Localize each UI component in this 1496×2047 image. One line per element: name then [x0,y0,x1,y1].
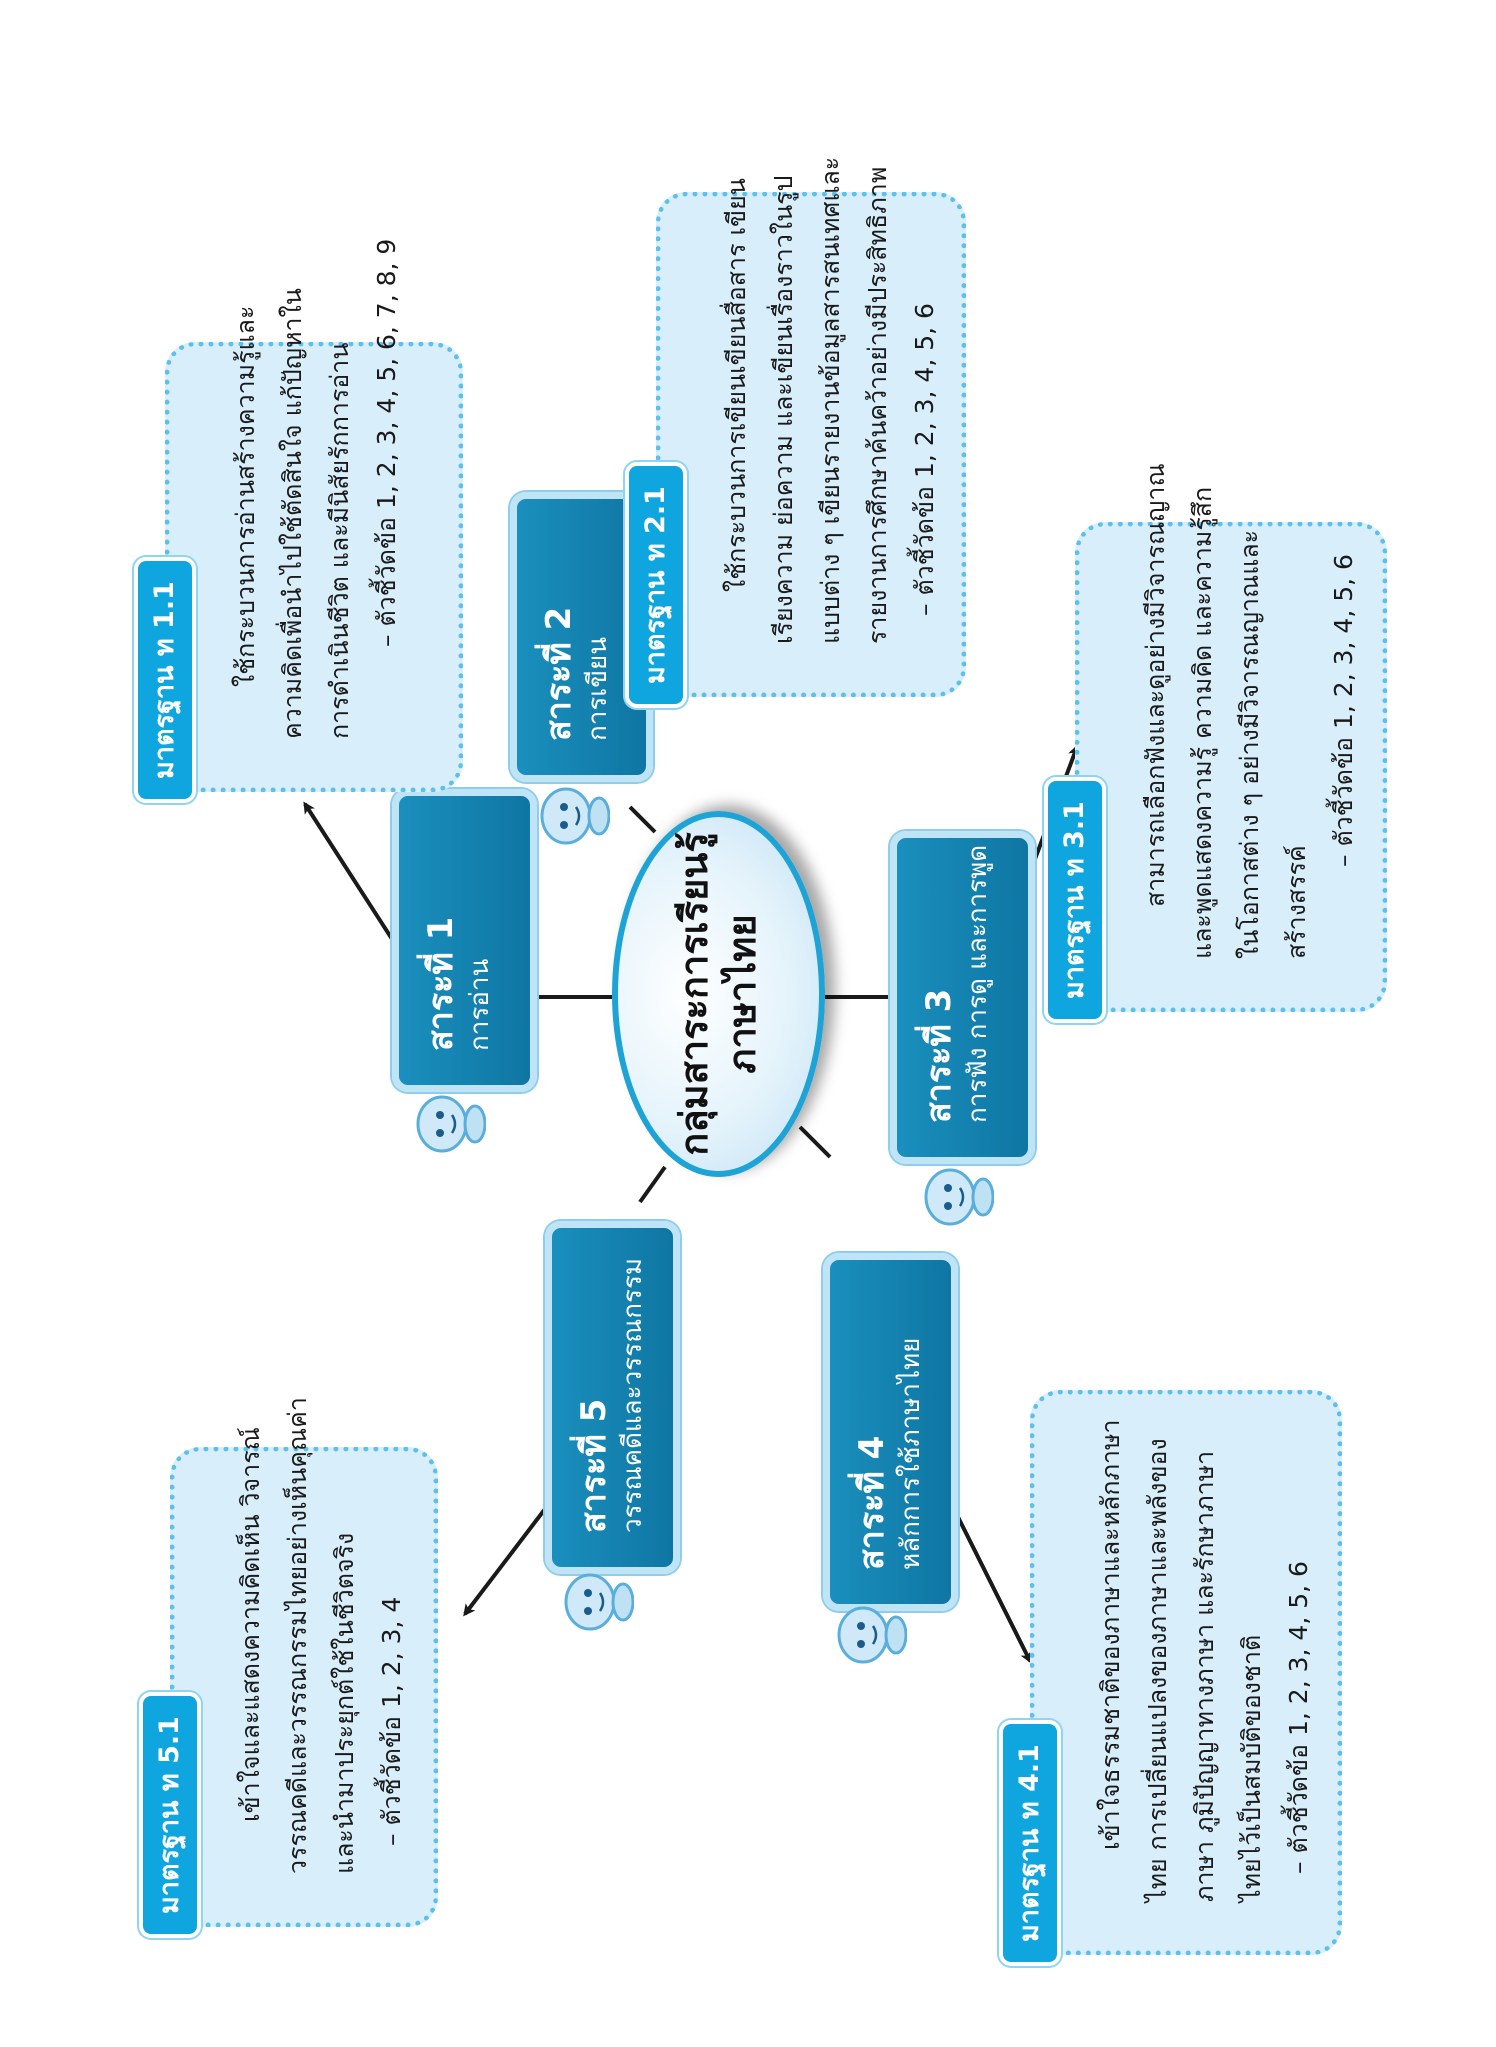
std-line: วรรณคดีและวรรณกรรมไทยอย่างเห็นคุณค่า [283,1397,312,1874]
standard-1-1-box: มาตรฐาน ท 1.1 ใช้กระบวนการอ่านสร้างความร… [134,238,463,803]
std-line: และพูดแสดงความรู้ ความคิด และความรู้สึก [1188,486,1217,959]
std-indicator: – ตัวชี้วัดข้อ 1, 2, 3, 4, 5, 6, 7, 8, 9 [372,238,401,647]
std-line: การดำเนินชีวิต และมีนิสัยรักการอ่าน [325,342,354,739]
standard-1-1-tag: มาตรฐาน ท 1.1 [134,557,196,803]
standard-2-1-box: มาตรฐาน ท 2.1 ใช้กระบวนการเขียนเขียนสื่อ… [625,156,966,708]
standard-4-1-text: เข้าใจธรรมชาติของภาษาและหลักภาษา ไทย การ… [1087,1419,1322,1902]
std-line: เข้าใจธรรมชาติของภาษาและหลักภาษา [1096,1419,1125,1850]
strand-1-title: สาระที่ 1 [421,916,461,1051]
std-line: แบบต่าง ๆ เขียนรายงานข้อมูลสารสนเทศและ [816,156,845,644]
arrow-strand5-std5 [463,1507,547,1617]
standard-4-1-tag: มาตรฐาน ท 4.1 [999,1720,1061,1966]
arrow-strand1-std1 [303,801,394,941]
standard-4-1-box: มาตรฐาน ท 4.1 เข้าใจธรรมชาติของภาษาและหล… [999,1390,1342,1966]
strand-3-subtitle: การฟัง การดู และการพูด [962,844,993,1123]
std-line: เข้าใจและแสดงความคิดเห็น วิจารณ์ [236,1427,265,1822]
strand-5-box: สาระที่ 5 วรรณคดีและวรรณกรรม [545,1221,680,1574]
std-line: สามารถเลือกฟังและดูอย่างมีวิจารณญาณ [1141,463,1170,907]
line-center-strand2 [628,805,657,834]
mascot-icon [416,1095,486,1153]
strand-1-subtitle: การอ่าน [464,958,495,1051]
std-line: และนำมาประยุกต์ใช้ในชีวิตจริง [330,1532,359,1874]
line-center-strand5 [638,1165,667,1204]
arrow-strand4-std4 [951,1506,1032,1664]
std-indicator: – ตัวชี้วัดข้อ 1, 2, 3, 4, 5, 6 [1329,554,1358,867]
center-topic: กลุ่มสาระการเรียนรู้ ภาษาไทย [612,811,825,1177]
strand-3-box: สาระที่ 3 การฟัง การดู และการพูด [890,831,1035,1164]
std-line: ใช้กระบวนการเขียนเขียนสื่อสาร เขียน [722,178,751,592]
strand-1-box: สาระที่ 1 การอ่าน [392,789,537,1092]
mascot-icon [924,1168,994,1226]
std-line: ไทยไว้เป็นสมบัติของชาติ [1237,1634,1266,1902]
mascot-icon [540,787,610,845]
standard-3-1-box: มาตรฐาน ท 3.1 สามารถเลือกฟังและดูอย่างมี… [1044,463,1387,1023]
center-title-line2: ภาษาไทย [719,914,764,1074]
strand-5-subtitle: วรรณคดีและวรรณกรรม [617,1257,648,1533]
standard-1-1-text: ใช้กระบวนการอ่านสร้างความรู้และ ความคิดเ… [222,238,410,739]
std-line: ใช้กระบวนการอ่านสร้างความรู้และ [231,305,260,687]
standard-3-1-tag: มาตรฐาน ท 3.1 [1044,777,1106,1023]
std-line: เรียงความ ย่อความ และเขียนเรื่องราวในรูป [769,175,798,644]
std-line: ความคิดเพื่อนำไปใช้ตัดสินใจ แก้ปัญหาใน [278,288,307,739]
strand-4-subtitle: หลักการใช้ภาษาไทย [895,1337,926,1570]
strand-2-title: สาระที่ 2 [539,606,579,741]
standard-5-1-box: มาตรฐาน ท 5.1 เข้าใจและแสดงความคิดเห็น ว… [139,1397,438,1938]
std-line: รายงานการศึกษาค้นคว้าอย่างมีประสิทธิภาพ [863,166,892,644]
standard-5-1-text: เข้าใจและแสดงความคิดเห็น วิจารณ์ วรรณคดี… [227,1397,415,1874]
standard-2-1-text: ใช้กระบวนการเขียนเขียนสื่อสาร เขียน เรีย… [713,156,948,644]
std-indicator: – ตัวชี้วัดข้อ 1, 2, 3, 4, 5, 6 [1284,1561,1313,1874]
strand-3-title: สาระที่ 3 [919,988,959,1123]
mascot-icon [837,1606,907,1664]
std-indicator: – ตัวชี้วัดข้อ 1, 2, 3, 4, 5, 6 [910,303,939,616]
std-line: ภาษา ภูมิปัญญาทางภาษา และรักษาภาษา [1190,1450,1219,1902]
std-line: สร้างสรรค์ [1282,845,1311,959]
line-center-strand4 [798,1125,832,1159]
standard-2-1-tag: มาตรฐาน ท 2.1 [625,462,687,708]
strand-4-box: สาระที่ 4 หลักการใช้ภาษาไทย [823,1253,958,1611]
std-line: ในโอกาสต่าง ๆ อย่างมีวิจารณญาณและ [1235,529,1264,959]
mascot-icon [564,1573,634,1631]
std-indicator: – ตัวชี้วัดข้อ 1, 2, 3, 4 [377,1596,406,1846]
center-title-line1: กลุ่มสาระการเรียนรู้ [672,832,716,1156]
standard-3-1-text: สามารถเลือกฟังและดูอย่างมีวิจารณญาณ และพ… [1132,463,1367,959]
strand-2-subtitle: การเขียน [582,637,613,741]
strand-4-title: สาระที่ 4 [852,1435,892,1570]
strand-5-title: สาระที่ 5 [574,1398,614,1533]
standard-5-1-tag: มาตรฐาน ท 5.1 [139,1692,201,1938]
std-line: ไทย การเปลี่ยนแปลงของภาษาและพลังของ [1143,1438,1172,1902]
